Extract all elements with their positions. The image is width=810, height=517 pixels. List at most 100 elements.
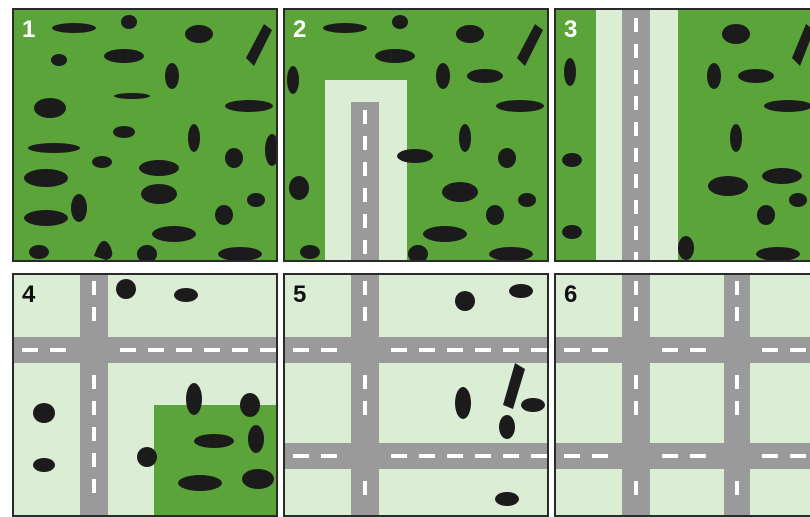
road-marking bbox=[503, 348, 519, 352]
road-marking bbox=[662, 454, 678, 458]
road-marking bbox=[634, 252, 638, 262]
panel-4: 4 bbox=[12, 273, 278, 517]
animal-silhouette-icon bbox=[240, 393, 260, 417]
road-marking bbox=[564, 454, 580, 458]
animal-silhouette-icon bbox=[707, 63, 721, 89]
road-marking bbox=[634, 96, 638, 110]
animal-silhouette-icon bbox=[489, 247, 533, 261]
road-marking bbox=[634, 281, 638, 295]
road-marking bbox=[50, 348, 66, 352]
animal-silhouette-icon bbox=[114, 93, 150, 99]
animal-silhouette-icon bbox=[423, 226, 467, 242]
road-marking bbox=[634, 18, 638, 32]
road-marking bbox=[148, 348, 164, 352]
animal-silhouette-icon bbox=[496, 100, 544, 112]
habitat-remnant bbox=[154, 405, 278, 517]
panel-4-scene bbox=[14, 275, 278, 517]
road-marking bbox=[363, 401, 367, 415]
panel-number: 3 bbox=[564, 16, 577, 44]
road-marking bbox=[531, 454, 547, 458]
panel-2-scene bbox=[285, 10, 549, 262]
animal-silhouette-icon bbox=[730, 124, 742, 152]
animal-silhouette-icon bbox=[28, 143, 80, 153]
animal-silhouette-icon bbox=[562, 153, 582, 167]
panel-number: 5 bbox=[293, 281, 306, 309]
animal-silhouette-icon bbox=[456, 25, 484, 43]
road-marking bbox=[363, 240, 367, 254]
animal-silhouette-icon bbox=[165, 63, 179, 89]
animal-silhouette-icon bbox=[289, 176, 309, 200]
road-marking bbox=[92, 453, 96, 467]
road-marking bbox=[363, 110, 367, 124]
road-marking bbox=[634, 401, 638, 415]
road-marking bbox=[503, 454, 519, 458]
road-marking bbox=[92, 281, 96, 295]
road-marking bbox=[634, 70, 638, 84]
animal-silhouette-icon bbox=[397, 149, 433, 163]
animal-silhouette-icon bbox=[498, 148, 516, 168]
road-marking bbox=[592, 454, 608, 458]
animal-silhouette-icon bbox=[225, 148, 243, 168]
road-marking bbox=[363, 281, 367, 295]
road-marking bbox=[634, 375, 638, 389]
road-marking bbox=[92, 307, 96, 321]
animal-silhouette-icon bbox=[455, 387, 471, 419]
animal-silhouette-icon bbox=[152, 226, 196, 242]
animal-silhouette-icon bbox=[287, 66, 299, 94]
road-marking bbox=[735, 307, 739, 321]
road-marking bbox=[232, 348, 248, 352]
animal-silhouette-icon bbox=[194, 434, 234, 448]
road-marking bbox=[662, 348, 678, 352]
animal-silhouette-icon bbox=[137, 447, 157, 467]
road-marking bbox=[321, 454, 337, 458]
panel-1-scene bbox=[14, 10, 278, 262]
animal-silhouette-icon bbox=[455, 291, 475, 311]
animal-silhouette-icon bbox=[116, 279, 136, 299]
road-marking bbox=[762, 454, 778, 458]
animal-silhouette-icon bbox=[121, 15, 137, 29]
road-marking bbox=[92, 479, 96, 493]
animal-silhouette-icon bbox=[188, 124, 200, 152]
animal-silhouette-icon bbox=[248, 425, 264, 453]
road-marking bbox=[321, 348, 337, 352]
animal-silhouette-icon bbox=[764, 100, 810, 112]
road-marking bbox=[120, 348, 136, 352]
road-marking bbox=[634, 174, 638, 188]
road-marking bbox=[92, 427, 96, 441]
road-marking bbox=[564, 348, 580, 352]
animal-silhouette-icon bbox=[708, 176, 748, 196]
panel-2: 2 bbox=[283, 8, 549, 262]
road-marking bbox=[634, 226, 638, 240]
animal-silhouette-icon bbox=[562, 225, 582, 239]
road-marking bbox=[391, 454, 407, 458]
animal-silhouette-icon bbox=[486, 205, 504, 225]
road-marking bbox=[22, 348, 38, 352]
animal-silhouette-icon bbox=[218, 247, 262, 261]
animal-silhouette-icon bbox=[225, 100, 273, 112]
animal-silhouette-icon bbox=[51, 54, 67, 66]
animal-silhouette-icon bbox=[185, 25, 213, 43]
habitat-area bbox=[556, 10, 810, 262]
road-marking bbox=[92, 375, 96, 389]
road-marking bbox=[531, 348, 547, 352]
road-marking bbox=[391, 348, 407, 352]
road-marking bbox=[363, 481, 367, 495]
road-marking bbox=[690, 348, 706, 352]
animal-silhouette-icon bbox=[178, 475, 222, 491]
road-marking bbox=[363, 162, 367, 176]
road-marking bbox=[690, 454, 706, 458]
animal-silhouette-icon bbox=[113, 126, 135, 138]
road-marking bbox=[634, 307, 638, 321]
animal-silhouette-icon bbox=[92, 156, 112, 168]
road-marking bbox=[204, 348, 220, 352]
animal-silhouette-icon bbox=[141, 184, 177, 204]
animal-silhouette-icon bbox=[24, 169, 68, 187]
animal-silhouette-icon bbox=[678, 236, 694, 260]
animal-silhouette-icon bbox=[518, 193, 536, 207]
habitat-area bbox=[285, 10, 549, 262]
animal-silhouette-icon bbox=[323, 23, 367, 33]
road-marking bbox=[735, 281, 739, 295]
animal-silhouette-icon bbox=[247, 193, 265, 207]
panel-3: 3 bbox=[554, 8, 810, 262]
animal-silhouette-icon bbox=[467, 69, 503, 83]
